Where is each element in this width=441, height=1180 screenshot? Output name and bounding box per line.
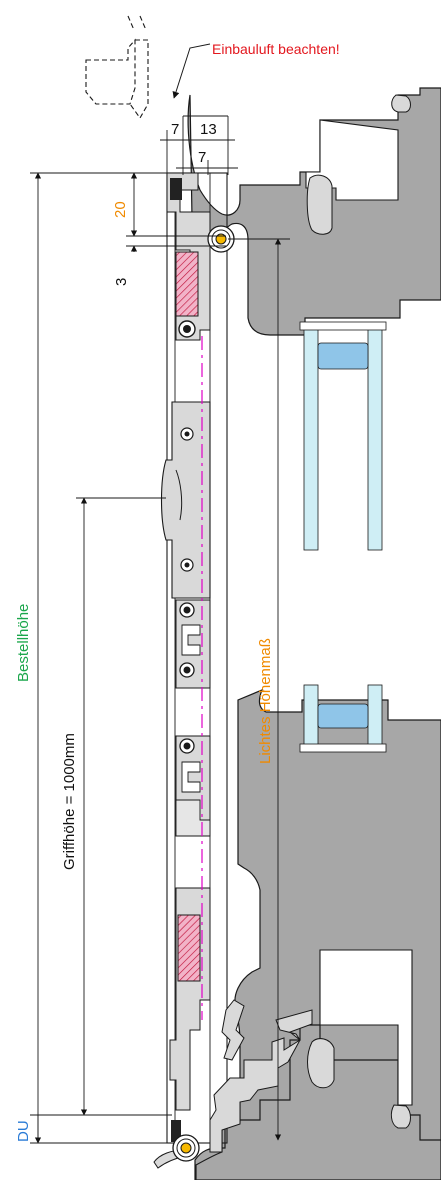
drip-profile bbox=[221, 999, 245, 1061]
label-handle-height: Griffhöhe = 1000mm bbox=[61, 733, 78, 870]
label-order-height: Bestellhöhe bbox=[15, 604, 32, 682]
top-roller-core bbox=[183, 325, 191, 333]
dashed-handle-outline bbox=[85, 15, 149, 120]
bottom-brush-seal bbox=[171, 1120, 181, 1142]
lower-seal-bottom bbox=[390, 1104, 411, 1129]
bottom-hinge-pin bbox=[172, 1134, 200, 1162]
top-gasket bbox=[175, 251, 199, 317]
top-brush-seal bbox=[170, 178, 182, 200]
glass-pane-left bbox=[303, 325, 319, 551]
note-text: Einbauluft beachten! bbox=[212, 41, 340, 57]
label-du: DU bbox=[15, 1120, 32, 1142]
upper-seal-top bbox=[391, 94, 411, 113]
bottom-gasket bbox=[177, 914, 201, 982]
glass-spacer-top bbox=[317, 342, 369, 370]
dim-small-gap: 3 bbox=[113, 278, 130, 286]
glass-pane-left-lower bbox=[303, 684, 319, 748]
top-leaf-profile bbox=[166, 172, 211, 341]
handle-screw-top-center bbox=[184, 431, 190, 437]
dim-top-gap: 7 bbox=[171, 121, 179, 138]
upper-seal-left bbox=[306, 174, 333, 235]
lower-seal-left bbox=[307, 1038, 335, 1089]
dim-top-width: 13 bbox=[200, 121, 217, 138]
label-clear-height: Lichtes Höhenmaß bbox=[257, 638, 274, 764]
dim-top-gap-lower: 7 bbox=[198, 149, 206, 166]
handle-block bbox=[160, 401, 211, 599]
glass-top-cap bbox=[299, 321, 387, 331]
handle-grip-curve bbox=[175, 469, 183, 521]
mid-profile-1 bbox=[175, 599, 211, 689]
handle-screw-bottom-center bbox=[184, 562, 190, 568]
glass-pane-right bbox=[367, 325, 383, 551]
dim-lines bbox=[30, 115, 290, 1144]
glass-pane-right-lower bbox=[367, 684, 383, 748]
threshold-profile bbox=[209, 1009, 313, 1153]
note-leader bbox=[172, 43, 211, 99]
glass-spacer-bottom bbox=[317, 703, 369, 729]
lower-frame bbox=[194, 688, 441, 1180]
glass-bottom-cap bbox=[299, 743, 387, 753]
mid-profile-2 bbox=[175, 735, 211, 837]
dim-hinge-offset: 20 bbox=[112, 201, 129, 218]
